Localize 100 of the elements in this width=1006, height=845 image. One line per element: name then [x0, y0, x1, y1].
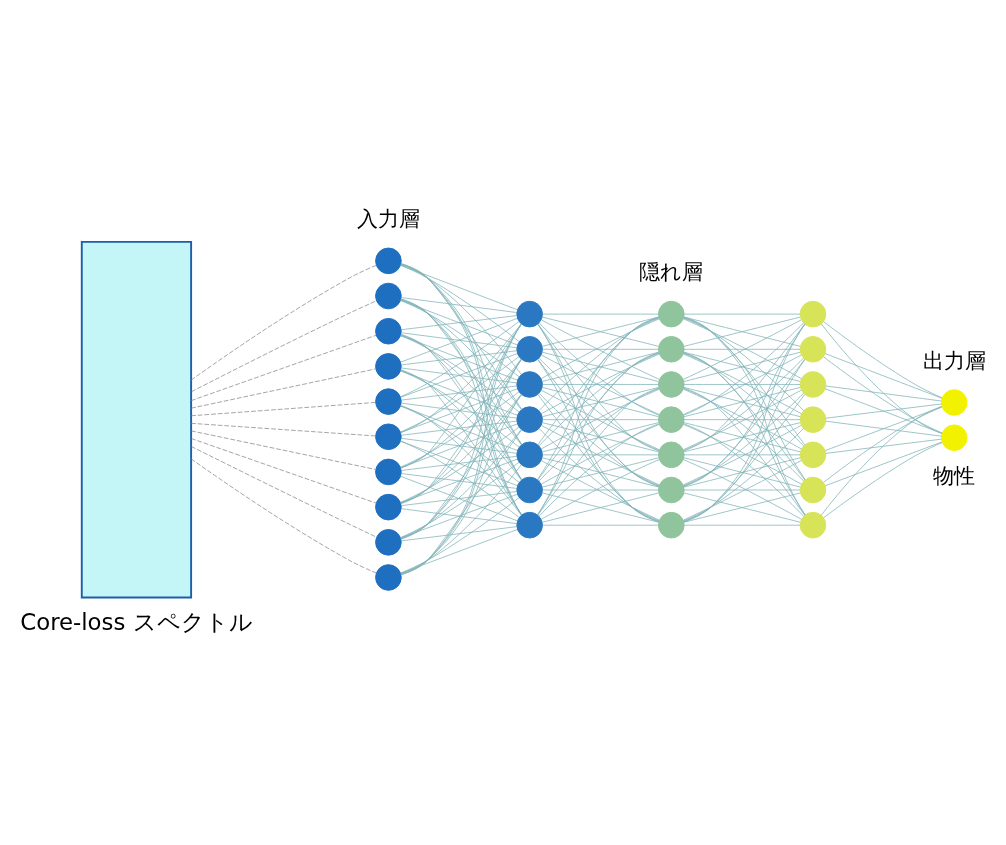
node-circle: [658, 300, 685, 328]
node-circle: [940, 389, 968, 416]
connector: [683, 457, 801, 488]
connector: [400, 458, 518, 504]
connector: [400, 526, 518, 542]
connector: [683, 313, 801, 315]
connector: [400, 350, 518, 366]
connector: [825, 403, 942, 419]
connector: [400, 334, 522, 446]
connector: [400, 429, 522, 539]
connector: [400, 393, 522, 504]
connector: [821, 323, 943, 434]
connector: [400, 440, 520, 518]
connector: [400, 356, 520, 433]
node-circle: [658, 511, 685, 539]
connector: [542, 454, 659, 456]
connector: [824, 353, 943, 399]
connector: [820, 406, 942, 516]
node-circle: [799, 406, 827, 433]
connector: [400, 423, 518, 469]
node-circle: [799, 371, 827, 398]
connector: [823, 442, 943, 519]
connector: [824, 441, 943, 487]
node-circle: [799, 476, 827, 504]
node-circle: [799, 511, 827, 539]
node-circle: [516, 406, 543, 433]
connector: [400, 405, 520, 483]
label: 物性: [933, 463, 976, 488]
node-circle: [658, 476, 685, 504]
connector: [400, 264, 520, 342]
connector: [683, 524, 801, 526]
connector: [190, 446, 377, 538]
connector: [823, 406, 943, 483]
node-circle: [375, 423, 402, 451]
connector: [400, 405, 522, 516]
connector: [400, 420, 518, 436]
connector: [541, 492, 659, 523]
connector: [400, 388, 518, 433]
connector: [400, 358, 522, 469]
connector: [400, 394, 522, 575]
connector: [400, 358, 522, 540]
connector: [400, 440, 518, 487]
connector: [400, 358, 522, 504]
label: 隠れ層: [639, 260, 704, 285]
node-circle: [516, 371, 543, 398]
node-circle: [375, 388, 402, 415]
connector: [683, 348, 801, 350]
connector: [400, 461, 520, 538]
node-circle: [375, 353, 402, 380]
node-circle: [516, 476, 543, 504]
connector: [683, 351, 801, 382]
node-circle: [375, 282, 402, 310]
connector: [823, 356, 943, 434]
connector: [541, 316, 659, 347]
connector: [400, 323, 522, 434]
connector: [400, 318, 518, 363]
node-circle: [375, 247, 402, 275]
connector: [400, 332, 518, 349]
node-circle: [940, 424, 968, 452]
node-circle: [516, 511, 543, 539]
connector: [400, 321, 520, 398]
connector: [400, 491, 518, 507]
connector: [400, 335, 520, 413]
connector: [190, 438, 377, 504]
connector: [400, 299, 522, 410]
connector: [825, 438, 942, 454]
node-circle: [658, 335, 685, 363]
connector: [400, 429, 522, 575]
connector: [400, 299, 523, 445]
connector: [541, 422, 659, 453]
node-circle: [375, 317, 402, 345]
connector: [400, 369, 523, 516]
connector: [190, 334, 377, 401]
connector: [542, 489, 659, 491]
connector: [400, 299, 518, 346]
node-circle: [658, 406, 685, 433]
node-box: [80, 240, 193, 599]
connector: [683, 492, 801, 523]
node-circle: [799, 441, 827, 469]
connector: [400, 264, 522, 375]
connector: [190, 368, 377, 409]
label: 出力層: [922, 348, 986, 373]
node-circle: [375, 529, 402, 556]
connector: [400, 367, 518, 384]
connector: [400, 391, 520, 468]
connector: [191, 300, 377, 392]
connector: [541, 457, 659, 488]
node-circle: [516, 441, 543, 469]
connector: [683, 422, 801, 453]
connector: [190, 264, 377, 381]
connector: [542, 419, 659, 421]
connector: [541, 351, 659, 382]
connector: [400, 263, 523, 410]
connector: [400, 394, 522, 539]
connector: [683, 384, 801, 385]
connector: [400, 297, 518, 313]
connector: [400, 353, 518, 398]
connector: [400, 264, 518, 311]
connector: [825, 420, 942, 437]
connector: [400, 475, 518, 522]
